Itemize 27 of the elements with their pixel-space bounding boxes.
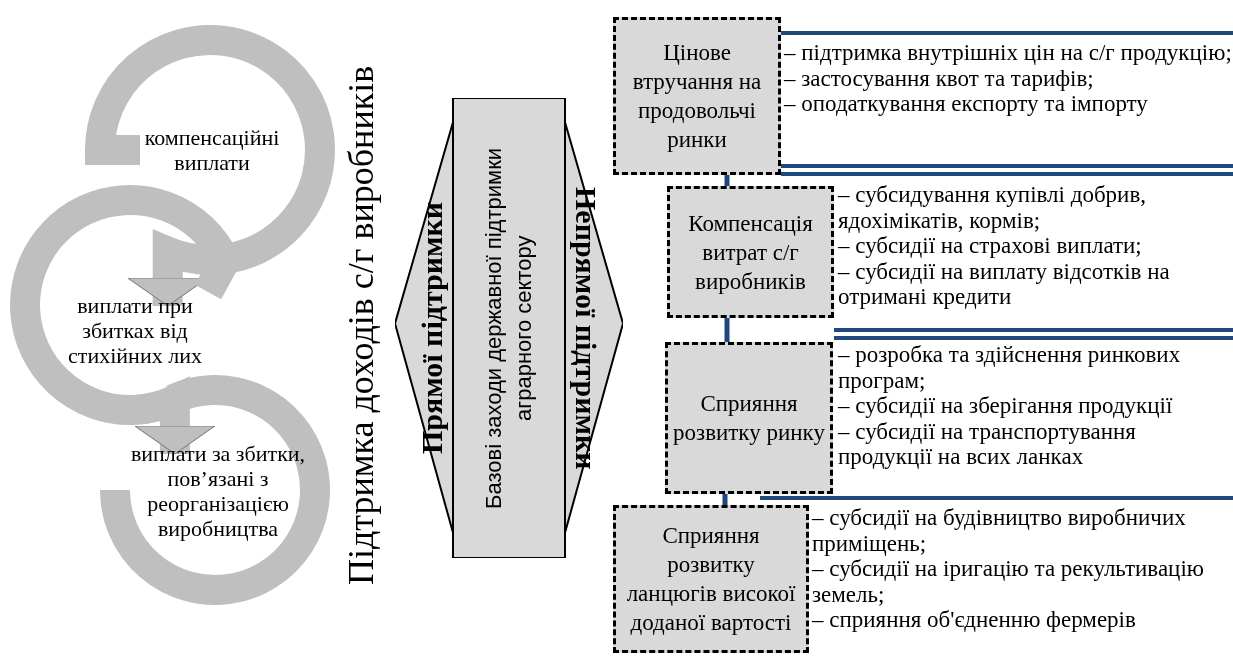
connector-line [724,175,730,186]
measure-item: – субсидії на будівництво виробничих приміщень; [812,505,1187,556]
center-label: Базові заходи державної підтримки аграрного сектору [480,146,537,511]
measure-item: – оподаткування експорту та імпорту [784,91,1149,117]
measure-item: – розробка та здійснення ринкових програм; [838,342,1182,393]
vertical-heading: Підтримка доходів с/г виробників [340,64,382,587]
measure-item: – субсидування купівлі добрив, ядохімікатів, кормів; [838,182,1148,233]
connector-line [724,318,730,342]
measure-item: – сприяння об'єдненню фермерів [812,607,1137,633]
measure-item: – застосування квот та тарифів; [784,65,1095,91]
ring-label: компенсаційні виплати [140,124,284,176]
category-box: Сприяння розвитку ланцюгів високої доданої вартості [613,505,809,653]
measure-item: – субсидії на транспортування продукції на всих ланках [838,418,1137,470]
measure-item: – субсидії на виплату відсотків на отримані кредити [838,258,1171,310]
category-box: Цінове втручання на продовольчі ринки [613,17,781,175]
curved-arrow [85,25,335,307]
ring-label: виплати при збитках від стихійних лих [62,292,208,368]
measure-item: – субсидії на страхові виплати; [838,233,1143,259]
category-box: Сприяння розвитку ринку [665,342,833,494]
side-label: Непрямої підтримки [569,185,604,472]
side-label: Прямої підтримки [414,201,449,456]
ring-label: виплати за збитки, пов’язані з реорганізацією виробництва [128,440,308,542]
category-box: Компенсація витрат с/г виробників [667,186,834,318]
measure-item: – субсидії на зберігання продукції [838,393,1174,419]
measure-item: – підтримка внутрішніх цін на с/г продукцію; [784,40,1233,66]
measure-item: – субсидії на іригацію та рекультивацію земель; [812,556,1205,607]
connector-line [722,494,728,505]
